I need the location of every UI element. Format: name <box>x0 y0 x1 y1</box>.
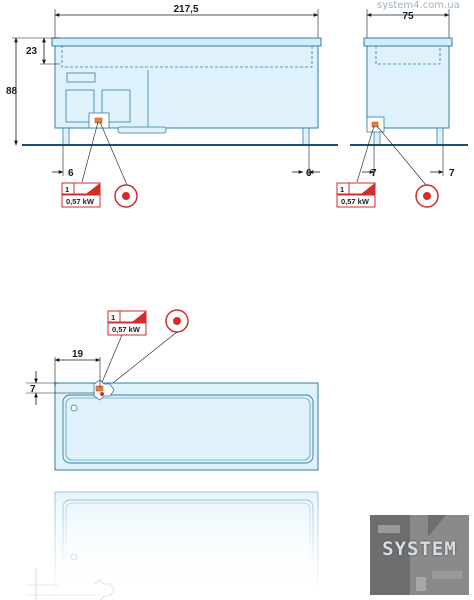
side-electric-socket-icon <box>371 121 379 128</box>
front-top-label: 23 <box>26 46 38 57</box>
side-power-badge: 1 0,57 kW <box>336 182 376 208</box>
front-height-label: 88 <box>6 86 18 97</box>
logo-text: SYSTEM <box>382 538 457 560</box>
front-leg-right <box>302 127 310 146</box>
front-leg-left <box>62 127 70 146</box>
top-top-offset-label: 7 <box>30 384 36 395</box>
top-connection-point <box>93 379 115 401</box>
front-power-label: 0,57 kW <box>66 197 95 206</box>
side-well-hidden-outline <box>375 46 441 65</box>
system-logo: SYSTEM <box>370 515 469 595</box>
front-width-label: 217,5 <box>173 4 198 15</box>
side-left-offset-label: 7 <box>371 168 377 179</box>
top-view-reflection <box>26 491 319 600</box>
side-phase-label: 1 <box>340 185 344 194</box>
front-well-hidden-outline <box>61 45 313 68</box>
front-connection-circle-icon <box>114 184 138 208</box>
side-right-offset-label: 7 <box>449 168 455 179</box>
top-power-badge: 1 0,57 kW <box>107 310 147 336</box>
front-door-right <box>101 89 131 123</box>
top-phase-label: 1 <box>111 313 115 322</box>
front-electric-socket-icon <box>94 117 103 124</box>
front-view: 217,5 23 88 6 6 <box>6 4 338 208</box>
side-connection-circle-icon <box>415 184 439 208</box>
front-right-offset-label: 6 <box>306 168 312 179</box>
side-power-label: 0,57 kW <box>341 197 370 206</box>
side-cabinet-body <box>366 39 450 129</box>
front-drain-tray <box>117 126 167 134</box>
front-door-left <box>65 89 95 123</box>
side-view: 75 7 7 1 0,57 kW <box>336 9 468 208</box>
front-worktop <box>51 37 322 47</box>
front-power-badge: 1 0,57 kW <box>61 182 101 208</box>
top-connection-circle-icon <box>165 309 189 333</box>
top-electric-socket-icon <box>95 385 104 392</box>
front-left-offset-label: 6 <box>68 168 74 179</box>
front-control-panel <box>66 72 96 83</box>
watermark-text: system4.com.ua <box>377 0 460 11</box>
top-left-offset-label: 19 <box>72 349 84 360</box>
top-well-outline <box>62 394 314 464</box>
top-drain-hole <box>70 404 78 412</box>
top-power-label: 0,57 kW <box>112 325 141 334</box>
front-phase-label: 1 <box>65 185 69 194</box>
top-view: 1 0,57 kW 19 7 <box>26 309 319 471</box>
side-width-label: 75 <box>402 11 414 22</box>
